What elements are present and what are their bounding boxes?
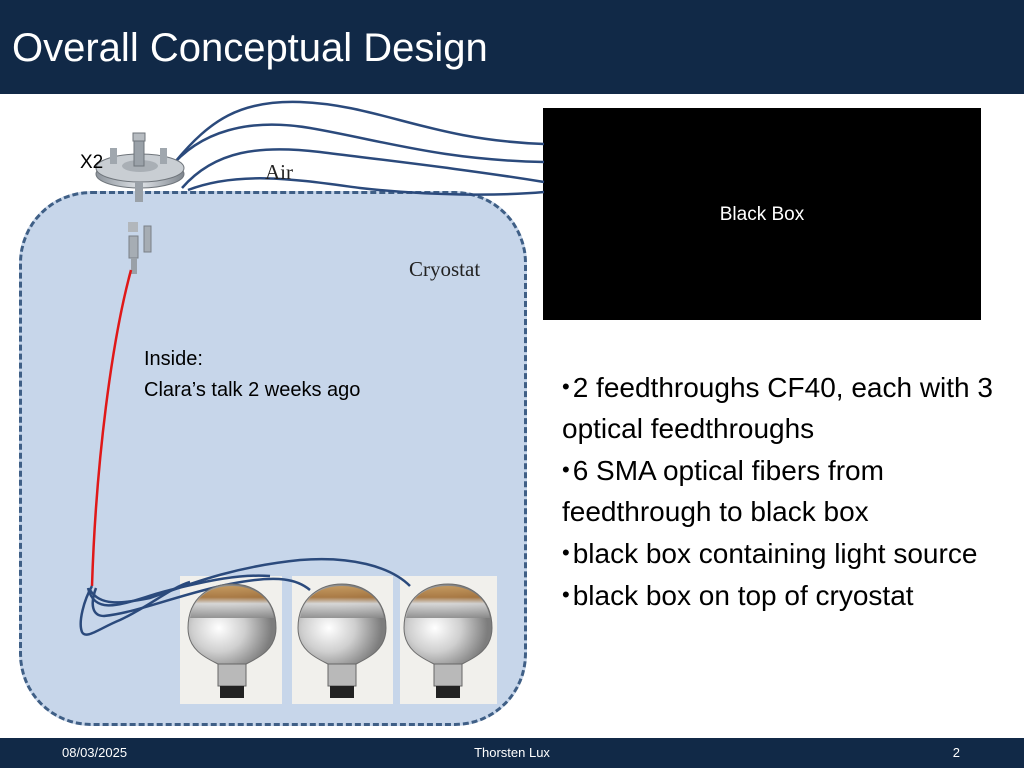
fiber-line [88,557,411,604]
x2-label: X2 [80,152,104,173]
fiber-line [79,580,191,636]
black-box: Black Box [543,108,981,320]
bullet-item: •6 SMA optical fibers from feedthrough t… [562,449,1002,532]
fiber-line [167,123,545,171]
bullet-text: 2 feedthroughs CF40, each with 3 optical… [562,372,993,444]
bullet-item: •black box containing light source [562,532,1002,574]
feedthrough-flange [95,132,185,274]
bullet-list: •2 feedthroughs CF40, each with 3 optica… [562,366,1002,616]
bullet-text: black box containing light source [572,538,978,569]
fiber-line [187,177,545,196]
bullet-text: black box on top of cryostat [572,580,914,611]
bullet-item: •black box on top of cryostat [562,574,1002,616]
air-label: Air [265,160,293,184]
bullet-dot-icon: • [562,582,570,607]
fibers-to-black-box [167,100,545,196]
bullet-text: 6 SMA optical fibers from feedthrough to… [562,455,884,527]
bullet-dot-icon: • [562,457,570,482]
bullet-dot-icon: • [562,374,570,399]
pmt-tube-1 [187,583,277,698]
footer-date: 08/03/2025 [62,745,128,760]
bullet-item: •2 feedthroughs CF40, each with 3 optica… [562,366,1002,449]
cryostat-label: Cryostat [409,257,481,281]
footer-author: Thorsten Lux [474,745,550,760]
inside-note: Inside: Clara’s talk 2 weeks ago [144,344,360,406]
fiber-line [174,100,545,163]
footer-bar: 08/03/2025 Thorsten Lux 2 [0,738,1024,768]
fiber-inside-red [90,269,133,587]
footer-page-number: 2 [952,745,960,760]
inside-note-line-1: Inside: [144,348,203,370]
slide-title: Overall Conceptual Design [12,26,488,70]
fibers-to-pmts [79,557,411,636]
inside-note-line-2: Clara’s talk 2 weeks ago [144,379,361,401]
fiber-line [91,577,311,618]
black-box-label: Black Box [719,204,805,225]
fiber-line [86,574,271,607]
pmt-tube-2 [297,583,387,698]
fiber-line [181,148,545,189]
bullet-dot-icon: • [562,540,570,565]
pmt-tube-3 [403,583,493,698]
title-bar: Overall Conceptual Design [0,0,1024,94]
